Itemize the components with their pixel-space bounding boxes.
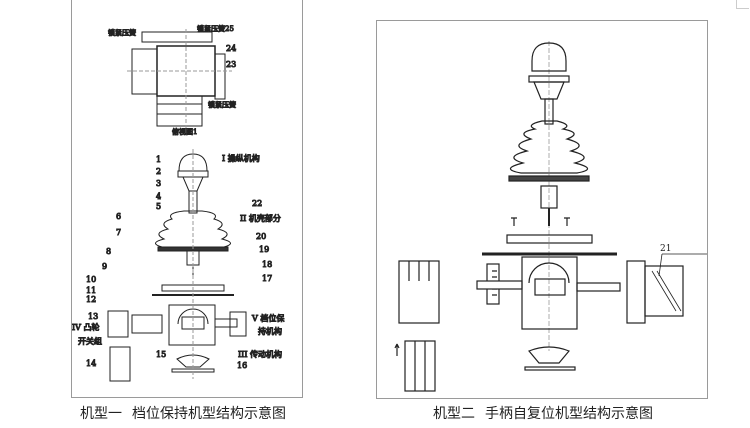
part-7: 7	[116, 228, 121, 237]
part-21: 21	[660, 244, 671, 254]
part-22: 22	[252, 199, 262, 208]
caption-model-2-number: 机型二	[433, 406, 475, 422]
part-13: 13	[88, 312, 98, 321]
assembly-III: III 传动机构	[238, 349, 282, 359]
caption-model-1-title: 档位保持机型结构示意图	[132, 406, 286, 422]
part-3: 3	[156, 179, 161, 188]
assembly-labels: I 操纵机构 II 机壳部分 III 传动机构 IV 凸轮 开关组 V 档位保 …	[72, 153, 285, 360]
label-spring-left: 锁紧压簧	[108, 28, 136, 37]
model-1-drawing: 锁紧压簧 锁紧压簧25 24 23 锁紧压簧 俯视图1	[72, 24, 285, 382]
part-15: 15	[156, 350, 166, 359]
assembly-V-line2: 持机构	[258, 326, 282, 336]
diagram-model-2: 21	[376, 20, 708, 399]
part-14: 14	[86, 359, 96, 368]
diagram-model-1: 锁紧压簧 锁紧压簧25 24 23 锁紧压簧 俯视图1	[71, 0, 303, 398]
part-4: 4	[156, 192, 161, 201]
part-12: 12	[86, 295, 96, 304]
part-2: 2	[156, 167, 161, 176]
caption-model-2-title: 手柄自复位机型结构示意图	[485, 406, 653, 422]
label-24: 24	[226, 44, 236, 53]
caption-model-2: 机型二手柄自复位机型结构示意图	[433, 403, 663, 423]
corner-mark	[736, 0, 749, 9]
part-9: 9	[102, 262, 107, 271]
assembly-IV-line1: IV 凸轮	[72, 322, 99, 332]
part-number-labels: 1 2 3 4 5 6 7 8 9 10 11 12 13 14 15 16 1…	[86, 155, 273, 371]
part-19: 19	[259, 245, 269, 254]
part-16: 16	[237, 361, 247, 370]
joystick-assembly	[107, 149, 247, 382]
assembly-I: I 操纵机构	[222, 153, 260, 163]
label-spring-bottom: 锁紧压簧	[208, 100, 236, 109]
assembly-II: II 机壳部分	[240, 213, 281, 223]
label-view: 俯视图1	[172, 127, 197, 136]
part-18: 18	[262, 260, 272, 269]
model-2-drawing: 21	[394, 41, 707, 392]
part-5: 5	[156, 202, 161, 211]
caption-model-1-number: 机型一	[80, 406, 122, 422]
part-1: 1	[156, 155, 161, 164]
part-17: 17	[262, 274, 272, 283]
part-11: 11	[86, 286, 96, 295]
caption-model-1: 机型一档位保持机型结构示意图	[80, 403, 296, 423]
part-20: 20	[256, 232, 266, 241]
assembly-IV-line2: 开关组	[78, 336, 102, 346]
top-view	[127, 29, 232, 129]
label-23: 23	[226, 60, 236, 69]
label-spring-right: 锁紧压簧25	[197, 24, 234, 33]
assembly-V-line1: V 档位保	[251, 313, 284, 323]
part-6: 6	[116, 212, 121, 221]
part-8: 8	[106, 247, 111, 256]
part-10: 10	[86, 275, 96, 284]
